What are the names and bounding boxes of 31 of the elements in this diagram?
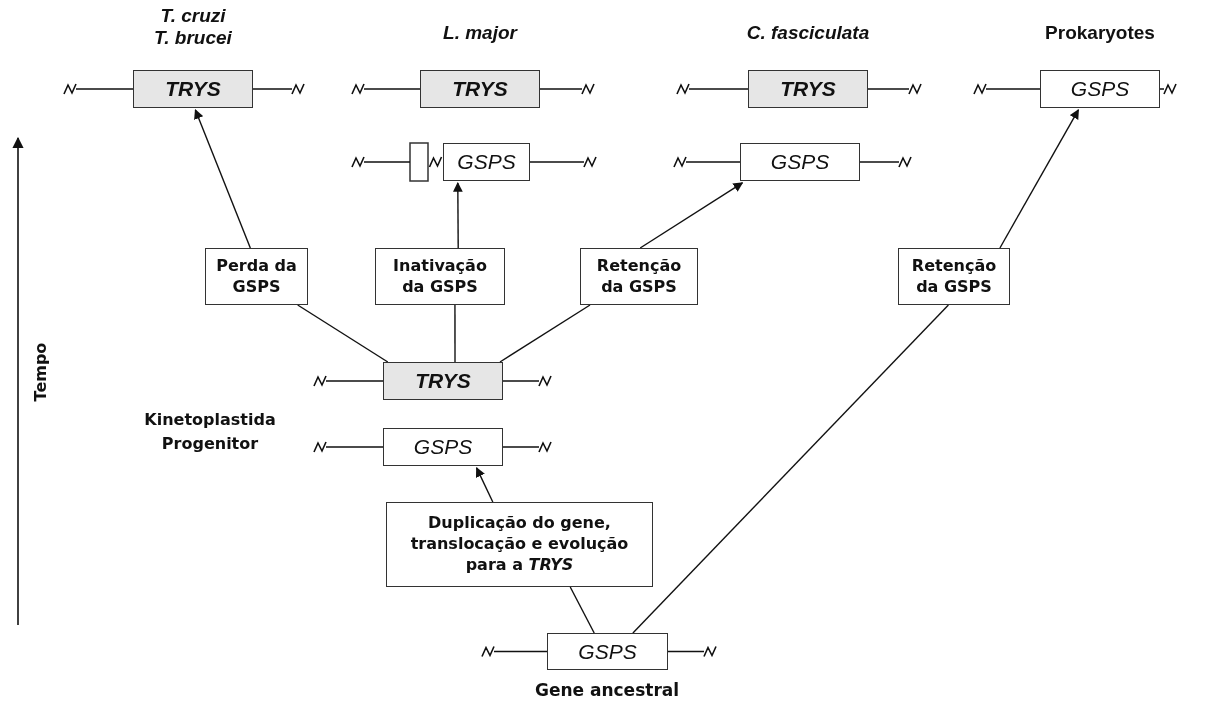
gene-box: GSPS xyxy=(1040,70,1160,108)
gene-box: GSPS xyxy=(383,428,503,466)
line xyxy=(297,304,389,363)
gene-box: GSPS xyxy=(740,143,860,181)
line xyxy=(569,586,595,634)
event-box: Retenção da GSPS xyxy=(580,248,698,305)
event-box: Inativação da GSPS xyxy=(375,248,505,305)
gene-box: TRYS xyxy=(133,70,253,108)
event-box: Retenção da GSPS xyxy=(898,248,1010,305)
species-heading: Prokaryotes xyxy=(1044,22,1156,44)
arrow xyxy=(194,109,251,249)
gene-box: GSPS xyxy=(547,633,668,670)
event-box: Duplicação do gene, translocação e evolução para a TRYS xyxy=(386,502,653,587)
gene-box: TRYS xyxy=(383,362,503,400)
arrow xyxy=(999,109,1080,249)
species-heading: L. major xyxy=(442,22,519,44)
species-heading: C. fasciculata xyxy=(745,22,871,44)
event-box: Perda da GSPS xyxy=(205,248,308,305)
node-caption: Gene ancestral xyxy=(533,680,681,700)
arrow xyxy=(452,181,463,249)
gene-box: TRYS xyxy=(748,70,868,108)
line xyxy=(499,304,591,363)
gene-box: GSPS xyxy=(443,143,530,181)
species-heading: T. cruzi T. brucei xyxy=(153,5,233,49)
line xyxy=(632,304,950,634)
axis-label: Tempo xyxy=(30,341,51,404)
label-text: Kinetoplastida Progenitor xyxy=(143,409,277,455)
arrow xyxy=(475,467,494,503)
gene-box: TRYS xyxy=(420,70,540,108)
line xyxy=(454,304,456,363)
arrow xyxy=(639,182,744,249)
